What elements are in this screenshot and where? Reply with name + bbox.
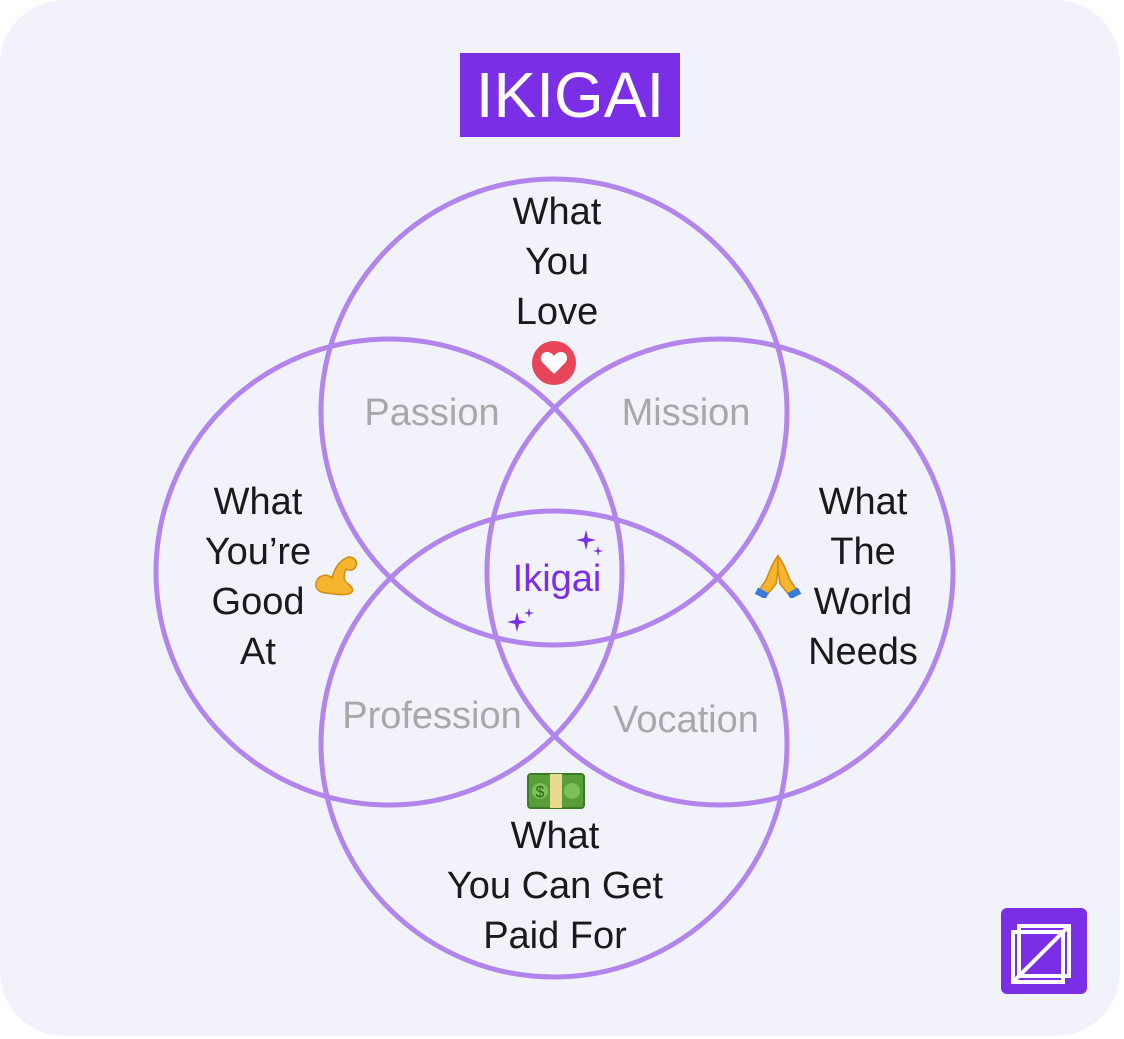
sparkles-icon bbox=[576, 530, 603, 556]
circle-what-you-love bbox=[318, 176, 790, 648]
overlap-passion: Passion bbox=[364, 392, 500, 434]
dollar-banknote-icon: $ bbox=[527, 773, 585, 809]
flexed-biceps-icon bbox=[315, 556, 358, 596]
label-what-youre-good-at: What You’re Good At bbox=[204, 481, 312, 673]
overlap-profession: Profession bbox=[342, 695, 522, 737]
center-ikigai: Ikigai bbox=[512, 558, 602, 600]
label-what-you-love: What You Love bbox=[512, 191, 602, 333]
page-title: IKIGAI bbox=[460, 53, 680, 137]
circle-what-you-can-get-paid-for bbox=[318, 508, 790, 980]
label-what-the-world-needs: What The World Needs bbox=[808, 481, 918, 673]
circle-what-youre-good-at bbox=[153, 336, 625, 808]
label-what-you-can-get-paid-for: What You Can Get Paid For bbox=[446, 815, 664, 957]
heart-icon bbox=[532, 341, 576, 385]
circle-what-the-world-needs bbox=[484, 336, 956, 808]
overlap-vocation: Vocation bbox=[613, 699, 759, 741]
brand-logo-icon bbox=[1001, 908, 1087, 994]
sparkles-icon bbox=[507, 608, 534, 632]
folded-hands-icon bbox=[754, 554, 802, 598]
overlap-mission: Mission bbox=[621, 392, 751, 434]
svg-text:$: $ bbox=[536, 784, 545, 801]
